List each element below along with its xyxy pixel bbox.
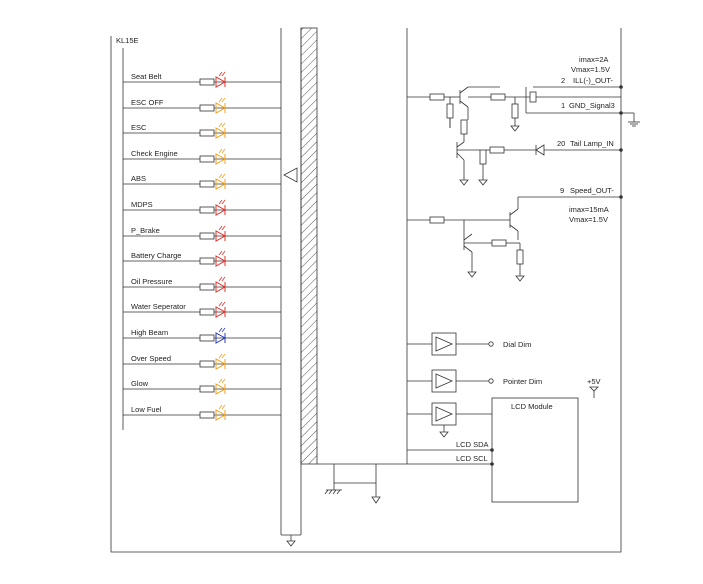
ill-vmax: Vmax=1.5V (571, 65, 610, 74)
resistor-icon (199, 385, 215, 393)
led-icon (215, 301, 227, 318)
outer-frame (110, 28, 622, 553)
indicator-label: ESC (131, 123, 147, 132)
dimmer-buffers: Dial Dim Pointer Dim (407, 332, 542, 438)
resistor-icon (199, 78, 215, 86)
speed-label: Speed_OUT- (570, 186, 614, 195)
led-icon (215, 97, 227, 114)
indicator-label: Check Engine (131, 149, 178, 158)
buffer-icon (435, 373, 453, 389)
indicator-row: High Beam (123, 327, 281, 344)
controller-body (280, 27, 408, 547)
speed-pin: 9 (560, 186, 564, 195)
led-icon (215, 327, 227, 344)
indicator-row: Check Engine (123, 148, 281, 165)
indicator-row: ESC (123, 122, 281, 139)
indicator-label: P_Brake (131, 226, 160, 235)
resistor-icon (199, 129, 215, 137)
indicator-label: Glow (131, 379, 149, 388)
ill-pin: 2 (561, 76, 565, 85)
resistor-icon (199, 334, 215, 342)
indicator-label: Low Fuel (131, 405, 162, 414)
gnd-pin: 1 (561, 101, 565, 110)
ill-imax: imax=2A (579, 55, 608, 64)
buffer-icon (435, 406, 453, 422)
indicator-label: MDPS (131, 200, 153, 209)
indicator-label: Oil Pressure (131, 277, 172, 286)
speed-vmax: Vmax=1.5V (569, 215, 608, 224)
indicator-label: Battery Charge (131, 251, 181, 260)
indicator-row: Oil Pressure (123, 276, 281, 293)
indicator-label: ESC OFF (131, 98, 164, 107)
buffer-icon (435, 336, 453, 352)
resistor-icon (199, 411, 215, 419)
led-icon (215, 148, 227, 165)
indicator-row: Low Fuel (123, 404, 281, 421)
resistor-icon (199, 283, 215, 291)
diode-icon (535, 144, 545, 156)
tail-pin: 20 (557, 139, 565, 148)
pointer-dim-label: Pointer Dim (503, 377, 542, 386)
led-icon (215, 71, 227, 88)
resistor-icon (199, 257, 215, 265)
ill-label: ILL(-)_OUT- (573, 76, 614, 85)
supply-label: KL15E (116, 36, 139, 45)
indicator-row: ESC OFF (123, 97, 281, 114)
ill-output-circuit: imax=2A Vmax=1.5V 2 ILL(-)_OUT- 1 GND_Si… (407, 55, 640, 186)
speed-output-circuit: 9 Speed_OUT- imax=15mA Vmax=1.5V (407, 186, 623, 282)
led-icon (215, 378, 227, 395)
dial-dim-label: Dial Dim (503, 340, 531, 349)
led-icon (215, 250, 227, 267)
indicator-row: Seat Belt (123, 71, 281, 88)
ground-arrow-icon (286, 540, 296, 547)
led-icon (215, 404, 227, 421)
led-icon (215, 173, 227, 190)
gnd-label: GND_Signal3 (569, 101, 615, 110)
led-icon (215, 199, 227, 216)
indicator-row: Battery Charge (123, 250, 281, 267)
indicator-row: ABS (123, 173, 281, 190)
indicator-row: Glow (123, 378, 281, 395)
led-icon (215, 225, 227, 242)
led-icon (215, 276, 227, 293)
led-icon (215, 353, 227, 370)
indicator-row: Over Speed (123, 353, 281, 370)
ground-arrow-icon (371, 496, 381, 504)
resistor-icon (199, 104, 215, 112)
tail-label: Tail Lamp_IN (570, 139, 614, 148)
indicator-label: Seat Belt (131, 72, 162, 81)
indicator-label: High Beam (131, 328, 168, 337)
lcd-module: LCD Module +5V LCD SDA LCD SCL (407, 377, 601, 503)
indicator-row: Water Seperator (123, 301, 281, 318)
lcd-sda-label: LCD SDA (456, 440, 489, 449)
resistor-icon (199, 232, 215, 240)
indicator-row: MDPS (123, 199, 281, 216)
lcd-title: LCD Module (511, 402, 553, 411)
resistor-icon (199, 308, 215, 316)
lcd-scl-label: LCD SCL (456, 454, 488, 463)
indicator-row: P_Brake (123, 225, 281, 242)
speed-imax: imax=15mA (569, 205, 609, 214)
resistor-icon (199, 155, 215, 163)
resistor-icon (199, 360, 215, 368)
indicator-label: ABS (131, 174, 146, 183)
led-icon (215, 122, 227, 139)
indicator-label: Over Speed (131, 354, 171, 363)
lcd-supply: +5V (587, 377, 601, 386)
resistor-icon (199, 180, 215, 188)
indicator-label: Water Seperator (131, 302, 186, 311)
resistor-icon (199, 206, 215, 214)
input-arrow-icon (283, 167, 298, 183)
